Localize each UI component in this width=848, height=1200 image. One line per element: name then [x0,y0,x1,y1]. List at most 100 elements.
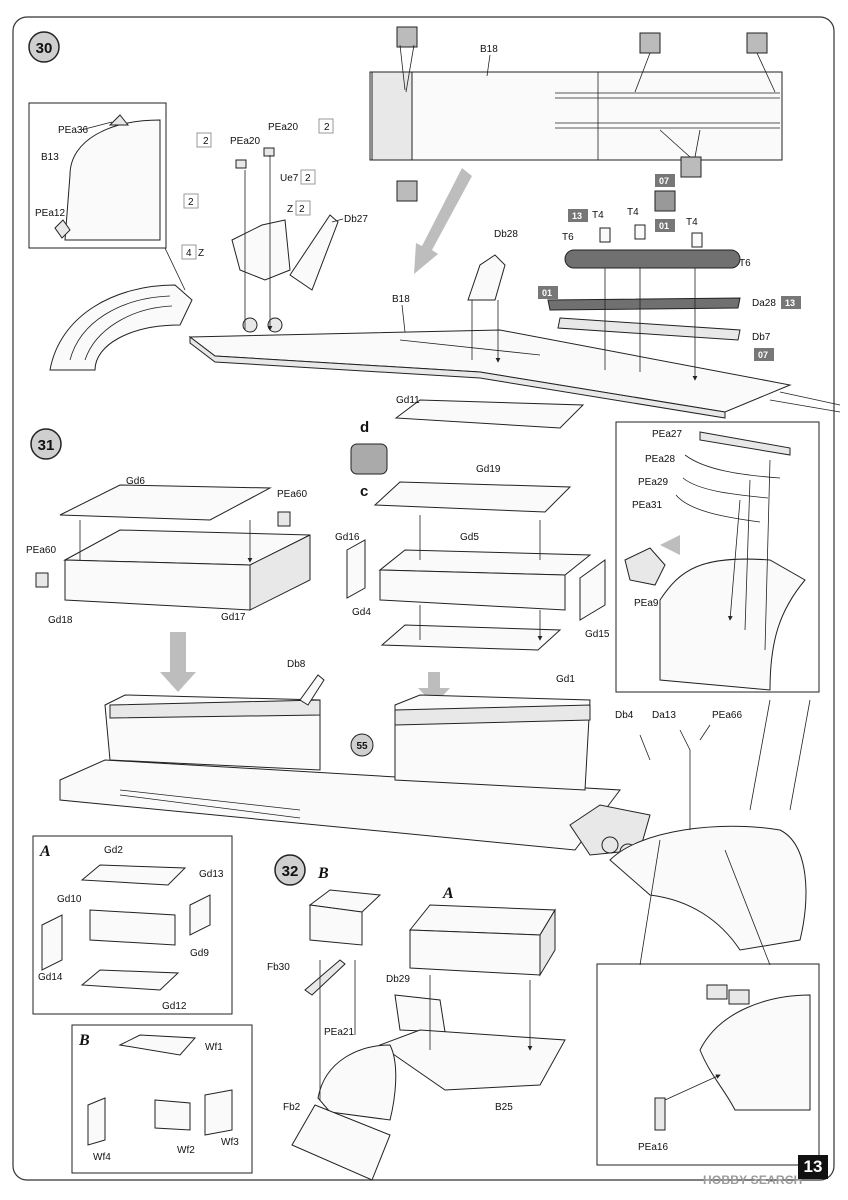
label-gd14: Gd14 [38,972,63,983]
label-gd16: Gd16 [335,532,360,543]
fender-inset-32 [699,994,811,1111]
subassembly-b [309,904,363,946]
gd4-side [379,569,566,611]
label-gd9: Gd9 [190,948,209,959]
paint-code-07b: 07 [758,350,768,360]
glue-icon [654,190,676,212]
label-gd13: Gd13 [199,869,224,880]
paint-code-box [754,348,774,361]
label-gd10: Gd10 [57,894,82,905]
label-pea66: PEa66 [712,710,742,721]
label-z-a: Z [198,248,204,259]
inset-a-letter: A [39,843,51,860]
label-pea12: PEa12 [35,208,65,219]
step-32-circle [274,854,306,886]
label-gd4: Gd4 [352,607,371,618]
db27-part [289,214,339,291]
label-db29: Db29 [386,974,410,985]
label-wf4: Wf4 [93,1152,111,1163]
subassembly-a [409,929,541,976]
label-pea20-b: PEa20 [268,122,298,133]
fender-inset-part [64,119,161,241]
step-32-number: 32 [282,863,299,880]
label-gd2: Gd2 [104,845,123,856]
glue-icon [746,32,768,54]
label-t6-b: T6 [739,258,751,269]
label-pea60-b: PEa60 [26,545,56,556]
fender-fb2 [317,1044,397,1121]
label-fb30: Fb30 [267,962,290,973]
paint-code-01a: 01 [659,221,669,231]
label-t6-a: T6 [562,232,574,243]
direction-c: c [360,483,368,500]
direction-arrow [160,632,196,692]
page-frame [12,16,835,1181]
qty-x2-c: 2 [305,173,311,184]
paint-code-box [538,286,558,299]
gd19-lid [373,481,572,513]
label-pea31: PEa31 [632,500,662,511]
paint-code-13b: 13 [785,298,795,308]
label-da28: Da28 [752,298,776,309]
label-gd11: Gd11 [396,395,420,406]
label-pea21: PEa21 [324,1027,354,1038]
step-30-circle [28,31,60,63]
label-t4-c: T4 [686,217,698,228]
step32-letter-b: B [317,865,329,882]
step-30: 30 PEa36 B13 PEa12 B18 [28,26,841,419]
da28-part [547,297,741,311]
fender-assembled [609,825,807,951]
pea12-part [54,219,71,239]
label-b18-top: B18 [480,44,498,55]
label-pea16: PEa16 [638,1142,668,1153]
direction-arrow [414,168,472,274]
label-db8: Db8 [287,659,306,670]
paint-code-box [655,174,675,187]
chassis-b25 [378,1029,566,1091]
assembled-chassis-31 [59,694,807,951]
label-t4-b: T4 [627,207,639,218]
step-31-number: 31 [38,437,55,454]
gd17-box [64,559,251,611]
tow-coupling [231,219,291,281]
qty-x4: 4 [186,248,192,259]
label-gd6: Gd6 [126,476,145,487]
db7-part [557,317,741,341]
step-30-number: 30 [36,40,53,57]
label-gd12: Gd12 [162,1001,187,1012]
label-pea36: PEa36 [58,125,88,136]
label-b18-main: B18 [392,294,410,305]
label-ue7: Ue7 [280,173,299,184]
paint-code-box [568,209,588,222]
glue-icon [396,180,418,202]
qty-x2-a: 2 [203,136,209,147]
label-fb2: Fb2 [283,1102,301,1113]
paint-code-01b: 01 [542,288,552,298]
qty-x2-d: 2 [188,197,194,208]
label-t4-a: T4 [592,210,604,221]
label-da13: Da13 [652,710,676,721]
pea36-part [108,114,130,126]
b18-plan-view [369,71,783,161]
qty-x2-b: 2 [324,122,330,133]
label-db27: Db27 [344,214,368,225]
qty-x2-e: 2 [299,204,305,215]
label-wf2: Wf2 [177,1145,195,1156]
flip-icon [350,443,388,475]
chassis-b18 [188,329,841,419]
label-pea9: PEa9 [634,598,659,609]
page-number: 13 [798,1155,828,1179]
paint-code-box [781,296,801,309]
glue-icon [396,26,418,48]
paint-code-13a: 13 [572,211,582,221]
gd6-lid [59,484,272,521]
ref-circle-55 [350,733,374,757]
label-gd19: Gd19 [476,464,501,475]
label-db28: Db28 [494,229,518,240]
label-pea27: PEa27 [652,429,682,440]
paint-code-box [655,219,675,232]
gd11-lid [394,399,585,429]
direction-arrow [418,672,450,705]
